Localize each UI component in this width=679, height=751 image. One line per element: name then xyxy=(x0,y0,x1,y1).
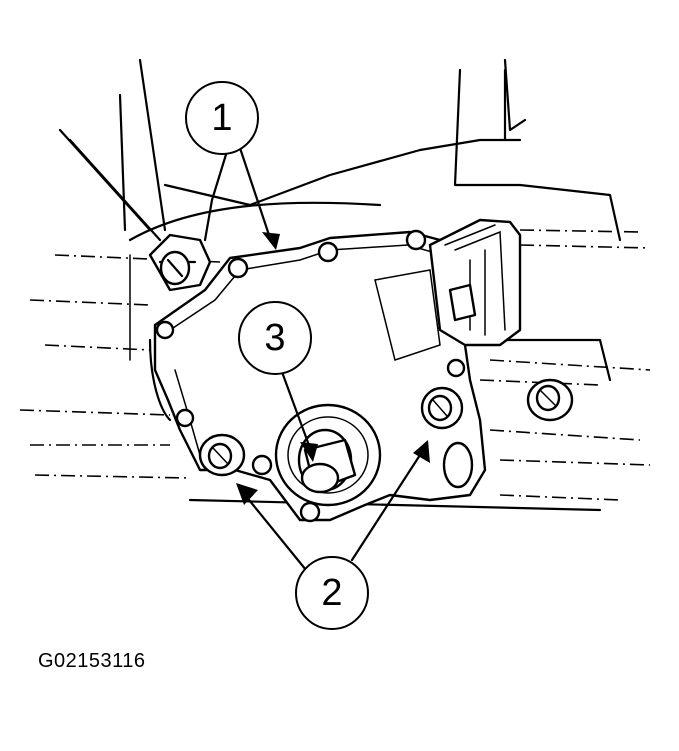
figure-id-label: G02153116 xyxy=(38,650,146,672)
mounting-bolt-left xyxy=(198,433,246,477)
callout-leaders xyxy=(203,146,430,572)
transmission-case xyxy=(19,58,651,512)
callout-1: 1 xyxy=(185,81,259,155)
callout-3-number: 3 xyxy=(264,317,285,359)
callout-1-number: 1 xyxy=(211,97,232,139)
mounting-bolt-right xyxy=(420,386,474,489)
case-bolt-upper-left xyxy=(148,233,212,292)
case-bolt-right xyxy=(526,378,574,422)
electrical-connector xyxy=(374,218,522,361)
callout-3: 3 xyxy=(238,301,312,375)
callout-2-number: 2 xyxy=(321,572,342,614)
manual-shaft xyxy=(274,403,382,507)
callout-2: 2 xyxy=(295,556,369,630)
